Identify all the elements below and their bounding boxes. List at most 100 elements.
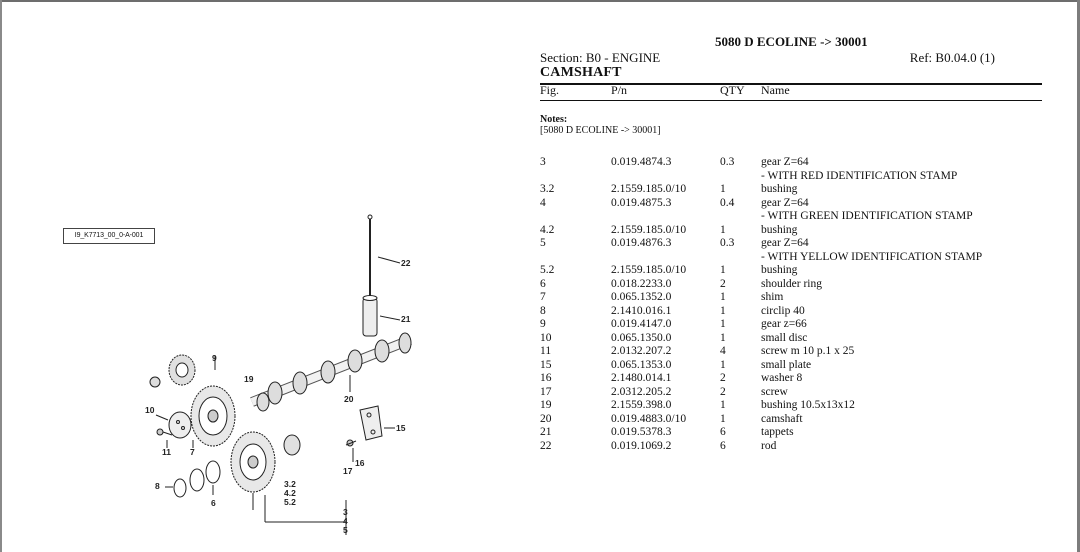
cell-qty: 1 [720, 183, 726, 195]
cell-pn: 0.065.1352.0 [611, 291, 672, 303]
cell-pn: 2.1559.185.0/10 [611, 183, 687, 195]
cell-fig: 7 [540, 291, 546, 303]
cell-name: screw m 10 p.1 x 25 [761, 345, 855, 357]
cell-pn: 2.1559.185.0/10 [611, 264, 687, 276]
callout-stack-bushings: 3.2 4.2 5.2 [284, 480, 296, 507]
callout-6: 6 [211, 498, 216, 508]
cell-name: small disc [761, 331, 808, 344]
cell-fig: 8 [540, 304, 546, 317]
cell-pn [611, 251, 720, 265]
model-title: 5080 D ECOLINE -> 30001 [715, 34, 868, 49]
cell-name: gear Z=64 [761, 196, 809, 209]
cell-qty [720, 251, 761, 265]
cell-qty: 2 [720, 372, 726, 384]
notes-label: Notes: [540, 114, 568, 125]
cell-pn: 0.019.1069.2 [611, 439, 672, 452]
cell-fig: 20 [540, 412, 552, 425]
header-rule-bottom [540, 100, 1042, 101]
cell-name: gear z=66 [761, 318, 807, 330]
callout-4: 4 [343, 516, 348, 526]
table-row: - WITH YELLOW IDENTIFICATION STAMP [540, 251, 1042, 265]
table-row: 7 0.065.1352.0 1 shim [540, 291, 1042, 305]
cell-qty: 1 [720, 291, 726, 303]
cell-pn [611, 170, 720, 184]
cell-pn: 2.1559.185.0/10 [611, 223, 687, 236]
cell-fig [540, 170, 611, 184]
cell-name: bushing 10.5x13x12 [761, 399, 855, 411]
callout-3: 3 [343, 507, 348, 517]
cell-pn: 0.065.1353.0 [611, 358, 672, 371]
cell-pn: 0.018.2233.0 [611, 277, 672, 290]
cell-fig: 4 [540, 196, 546, 209]
table-row: - WITH GREEN IDENTIFICATION STAMP [540, 210, 1042, 224]
cell-name: gear Z=64 [761, 156, 809, 168]
cell-qty: 4 [720, 345, 726, 357]
cell-qty: 2 [720, 277, 726, 290]
cell-qty [720, 170, 761, 184]
callout-19: 19 [244, 374, 254, 384]
cell-name: - WITH YELLOW IDENTIFICATION STAMP [761, 250, 983, 263]
cell-name: tappets [761, 426, 794, 438]
cell-fig [540, 251, 611, 265]
callout-4-2: 4.2 [284, 488, 296, 498]
cell-fig: 11 [540, 345, 552, 357]
cell-qty: 1 [720, 264, 726, 276]
cell-pn: 0.019.4875.3 [611, 196, 672, 209]
reference-label: Ref: B0.04.0 (1) [909, 50, 995, 65]
cell-qty: 6 [720, 426, 726, 438]
cell-name: screw [761, 385, 788, 398]
cell-name: bushing [761, 183, 798, 195]
cell-qty: 6 [720, 439, 726, 452]
cell-fig: 9 [540, 318, 546, 330]
section-label: Section: B0 - ENGINE [540, 50, 661, 65]
top-border [0, 0, 1080, 2]
callout-21: 21 [401, 314, 411, 324]
callout-11: 11 [162, 447, 171, 457]
cell-name: gear Z=64 [761, 237, 809, 249]
callout-15: 15 [396, 423, 406, 433]
cell-qty: 0.3 [720, 156, 735, 168]
cell-qty: 1 [720, 304, 726, 317]
cell-name: bushing [761, 264, 798, 276]
notes-text: [5080 D ECOLINE -> 30001] [540, 125, 661, 136]
cell-name: washer 8 [761, 372, 803, 384]
cell-fig: 10 [540, 331, 552, 344]
callout-17: 17 [343, 466, 353, 476]
cell-qty: 1 [720, 358, 726, 371]
cell-fig: 6 [540, 277, 546, 290]
column-header-qty: QTY [720, 83, 745, 97]
cell-fig: 16 [540, 372, 552, 384]
table-row: 3 0.019.4874.3 0.3 gear Z=64 [540, 156, 1042, 170]
cell-name: shim [761, 291, 784, 303]
cell-qty: 1 [720, 318, 726, 330]
table-row: 6 0.018.2233.0 2 shoulder ring [540, 278, 1042, 292]
left-border [0, 0, 2, 552]
column-header-fig: Fig. [540, 83, 560, 97]
cell-qty: 1 [720, 331, 726, 344]
cell-pn: 2.1559.398.0 [611, 399, 672, 411]
cell-name: shoulder ring [761, 277, 823, 290]
callout-5-2: 5.2 [284, 497, 296, 507]
diagram-code-label: I9_K7713_00_0-A-001 [63, 228, 155, 244]
cell-fig: 17 [540, 385, 552, 398]
cell-pn: 0.019.4874.3 [611, 156, 672, 168]
cell-fig: 22 [540, 439, 552, 452]
cell-fig: 15 [540, 358, 552, 371]
cell-fig: 3 [540, 156, 546, 168]
cell-fig: 4.2 [540, 223, 555, 236]
callout-8: 8 [155, 481, 160, 491]
